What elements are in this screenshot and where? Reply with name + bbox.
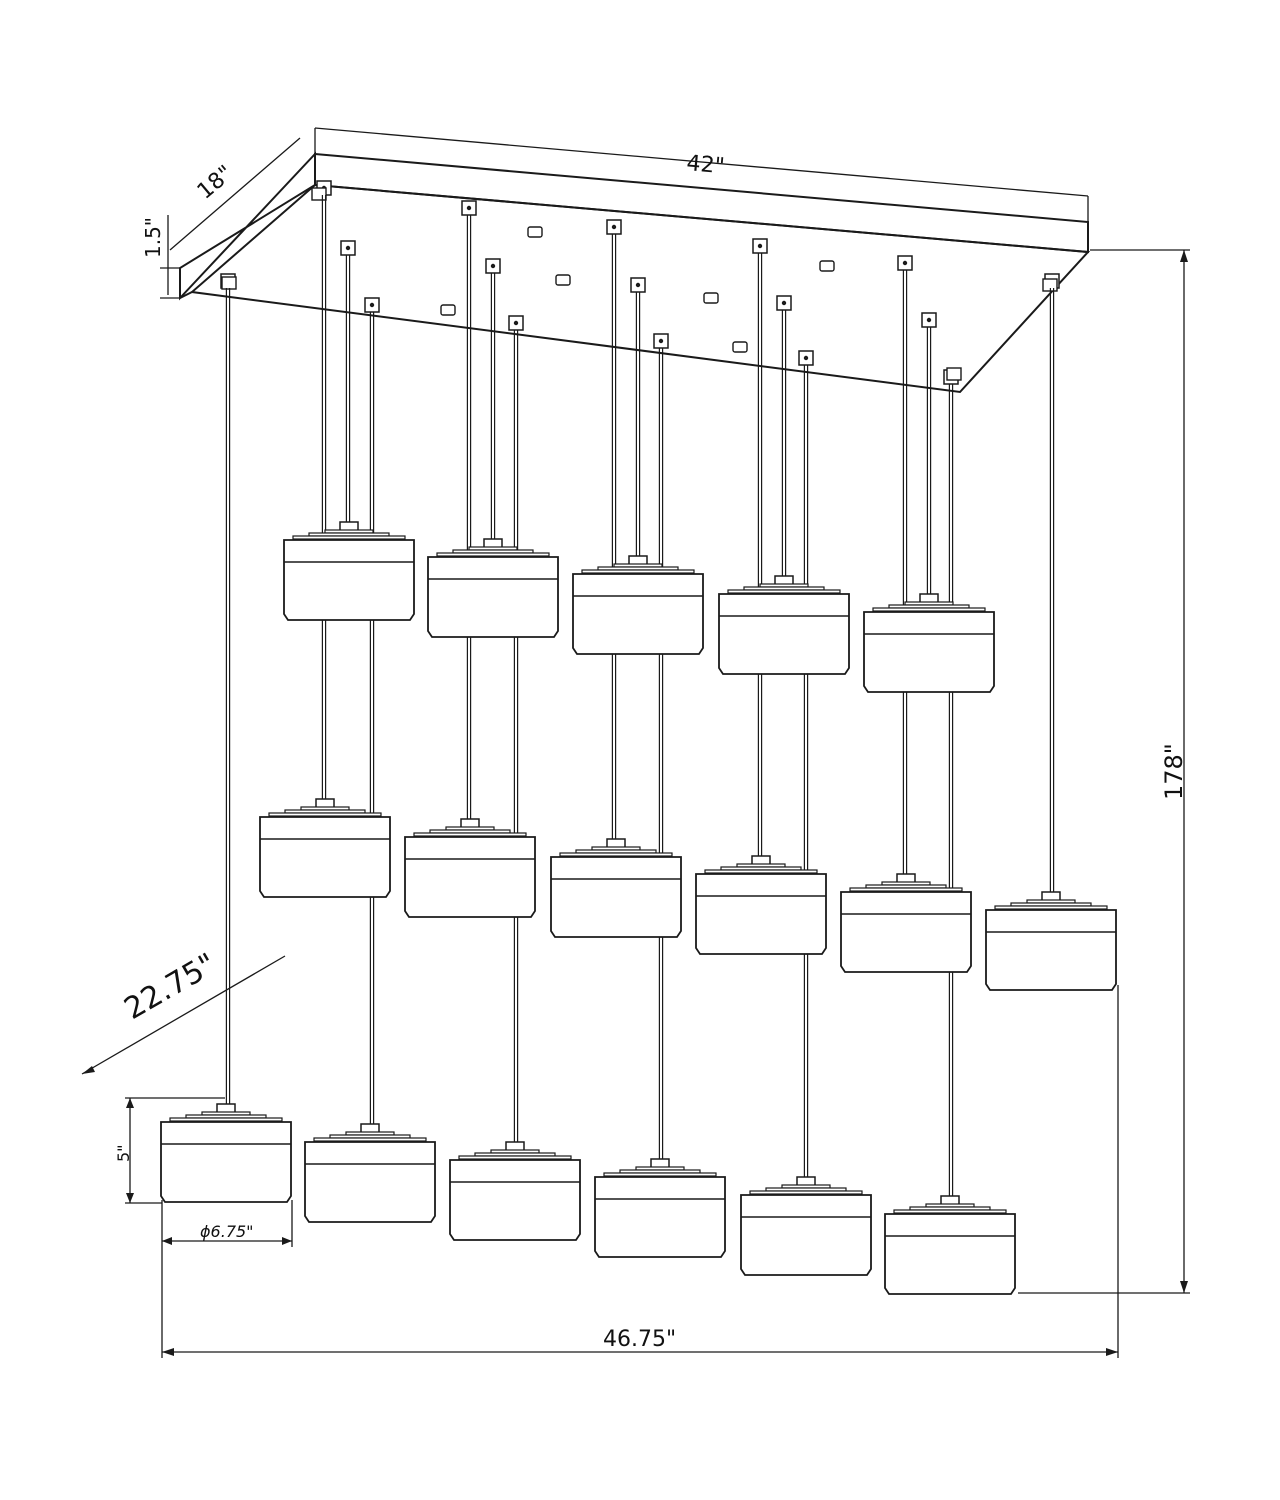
pendant-shade [404, 818, 536, 918]
dimension-arrowheads [82, 250, 1188, 1356]
cable [369, 312, 375, 1124]
overall-depth-line [81, 955, 286, 1075]
shade-diameter-label: ϕ6.75" [200, 1222, 254, 1241]
mount-block [485, 258, 501, 274]
mount-block [461, 200, 477, 216]
mount-block [776, 295, 792, 311]
canopy-stud [527, 226, 543, 238]
cable [466, 215, 472, 819]
cable [902, 270, 908, 874]
pendant-shade [695, 855, 827, 955]
shade-height-label: 5" [114, 1144, 133, 1162]
pendant-shade [985, 891, 1117, 991]
cable [948, 384, 954, 1196]
cable [1049, 288, 1055, 892]
pendant-shade [863, 593, 995, 693]
cable [757, 253, 763, 856]
canopy-stud [555, 274, 571, 286]
cable [658, 348, 664, 1159]
depth-dimension-line [169, 137, 301, 251]
mount-block [921, 312, 937, 328]
cable [781, 310, 787, 576]
cable [345, 255, 351, 522]
pendant-shade [740, 1176, 872, 1276]
canopy-mount-blocks [220, 180, 1060, 385]
canopy-hook [311, 187, 327, 201]
overall-height-label: 178" [1160, 743, 1188, 800]
length-dimension-line [314, 127, 1089, 197]
canopy-stud [732, 341, 748, 353]
canopy-dimension-lines [160, 127, 1089, 299]
canopy-bottom-face [189, 183, 1091, 394]
cable [611, 234, 617, 839]
cable [513, 330, 519, 1142]
mount-block [340, 240, 356, 256]
mount-block [653, 333, 669, 349]
canopy-stud [703, 292, 719, 304]
pendant-shade [449, 1141, 581, 1241]
canopy-front-edge [179, 291, 193, 299]
cable [635, 292, 641, 556]
pendant-shade [427, 538, 559, 638]
canopy-side-face [179, 151, 316, 301]
overall-depth-label: 22.75" [119, 947, 223, 1027]
pendant-shades [160, 521, 1117, 1295]
pendant-shade [550, 838, 682, 938]
mount-block [606, 219, 622, 235]
pendant-shade [160, 1103, 292, 1203]
canopy-hook [946, 367, 962, 381]
overall-width-label: 46.75" [603, 1327, 676, 1352]
cable [926, 327, 932, 594]
cable [225, 288, 231, 1104]
mount-block [798, 350, 814, 366]
cable [803, 365, 809, 1177]
pendant-shade [304, 1123, 436, 1223]
pendant-shade [594, 1158, 726, 1258]
canopy-stud [440, 304, 456, 316]
mount-block [508, 315, 524, 331]
pendant-shade [572, 555, 704, 655]
mount-block [897, 255, 913, 271]
canopy-length-label: 42" [685, 151, 725, 179]
mount-block [752, 238, 768, 254]
pendant-shade [840, 873, 972, 973]
pendant-shade [283, 521, 415, 621]
canopy-hook [221, 276, 237, 290]
pendant-shade [718, 575, 850, 675]
pendant-shade [259, 798, 391, 898]
cable [490, 273, 496, 539]
canopy-height-label: 1.5" [141, 217, 165, 258]
cable [321, 195, 327, 799]
pendant-shade [884, 1195, 1016, 1295]
canopy-stud [819, 260, 835, 272]
mount-block [364, 297, 380, 313]
pendant-cables [225, 195, 1055, 1196]
overall-dimension-lines [81, 249, 1190, 1358]
mount-block [630, 277, 646, 293]
